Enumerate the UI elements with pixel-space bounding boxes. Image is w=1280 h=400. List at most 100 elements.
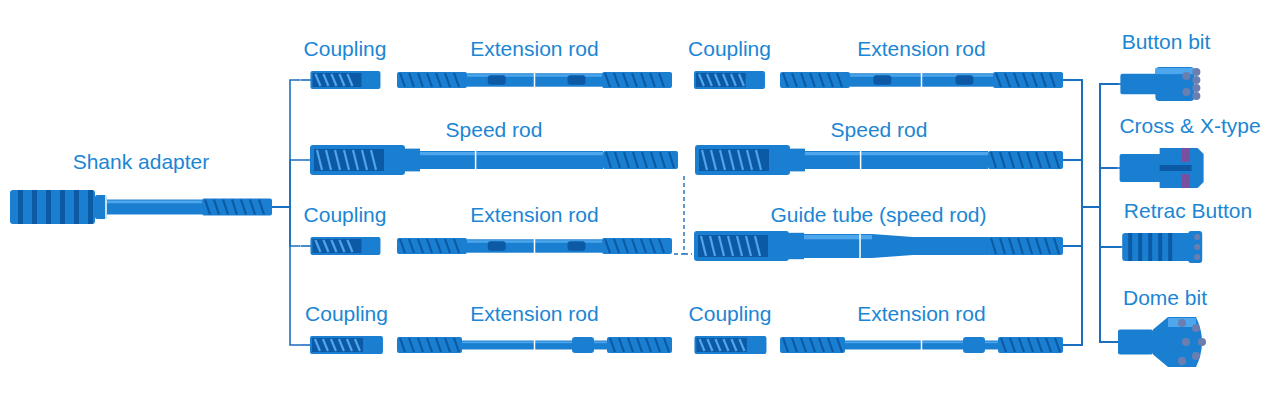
drill-part: Coupling bbox=[301, 203, 390, 255]
part-shape bbox=[1153, 317, 1202, 367]
part-shape bbox=[488, 241, 506, 251]
thread-groove bbox=[637, 338, 642, 352]
part-name: Coupling bbox=[689, 302, 772, 326]
thread-groove bbox=[418, 239, 423, 253]
connector-line bbox=[1063, 207, 1121, 345]
thread-groove bbox=[241, 200, 246, 215]
thread-groove bbox=[331, 240, 336, 252]
part-shape bbox=[202, 199, 272, 216]
thread-groove bbox=[651, 152, 656, 168]
thread-groove bbox=[1027, 238, 1032, 254]
thread-groove bbox=[641, 239, 646, 253]
drill-part: Coupling bbox=[301, 37, 390, 89]
thread-groove bbox=[1041, 73, 1046, 87]
drill-part: Retrac Button bbox=[1121, 199, 1255, 263]
part-name: Extension rod bbox=[470, 302, 598, 326]
thread-groove bbox=[1055, 338, 1060, 352]
thread-groove bbox=[315, 74, 320, 86]
thread-groove bbox=[659, 239, 664, 253]
part-name: Coupling bbox=[304, 37, 387, 61]
drill-part: Dome bit bbox=[1118, 286, 1210, 367]
connector-line bbox=[1063, 84, 1119, 345]
part-shape bbox=[10, 190, 95, 224]
part-shape bbox=[993, 72, 1063, 88]
thread-groove bbox=[699, 339, 704, 351]
drill-part: Extension rod bbox=[397, 37, 672, 88]
carbide-button bbox=[1192, 84, 1200, 92]
thread-groove bbox=[715, 339, 720, 351]
thread-groove bbox=[323, 339, 328, 351]
part-shape bbox=[607, 337, 672, 353]
carbide-button bbox=[1192, 92, 1200, 100]
part-shape bbox=[1188, 231, 1202, 263]
thread-groove bbox=[711, 150, 716, 170]
drill-part: Shank adapter bbox=[10, 150, 272, 224]
thread-groove bbox=[1018, 238, 1023, 254]
drill-part: Coupling bbox=[686, 302, 775, 354]
thread-groove bbox=[614, 73, 619, 87]
thread-groove bbox=[436, 338, 441, 352]
thread-groove bbox=[699, 74, 704, 86]
label-row: Coupling bbox=[301, 203, 390, 227]
thread-groove bbox=[739, 339, 744, 351]
thread-groove bbox=[801, 338, 806, 352]
thread-groove bbox=[628, 338, 633, 352]
part-shape bbox=[310, 336, 383, 354]
part-shape bbox=[988, 237, 1063, 255]
thread-groove bbox=[615, 152, 620, 168]
part-shape bbox=[998, 337, 1063, 353]
part-shape bbox=[1148, 233, 1152, 261]
thread-groove bbox=[1019, 338, 1024, 352]
label-row: Extension rod bbox=[397, 302, 672, 326]
thread-groove bbox=[353, 150, 358, 170]
thread-groove bbox=[454, 239, 459, 253]
part-shape bbox=[805, 151, 988, 169]
part-shape bbox=[1128, 233, 1132, 261]
part-shape bbox=[1120, 74, 1160, 94]
thread-groove bbox=[400, 73, 405, 87]
thread-groove bbox=[331, 74, 336, 86]
thread-groove bbox=[223, 200, 228, 215]
carbide-button bbox=[1192, 352, 1200, 360]
part-shape bbox=[602, 72, 672, 88]
part-shape bbox=[310, 71, 380, 89]
part-name: Retrac Button bbox=[1124, 199, 1252, 223]
part-shape bbox=[1118, 330, 1153, 355]
thread-groove bbox=[409, 73, 414, 87]
thread-groove bbox=[731, 74, 736, 86]
break-line bbox=[475, 150, 477, 170]
part-name: Extension rod bbox=[857, 37, 985, 61]
drill-part: Coupling bbox=[302, 302, 391, 354]
thread-groove bbox=[344, 150, 349, 170]
thread-groove bbox=[1023, 73, 1028, 87]
part-shape bbox=[1182, 148, 1190, 162]
thread-groove bbox=[1027, 152, 1032, 168]
connector-line bbox=[1063, 80, 1116, 207]
thread-groove bbox=[1037, 338, 1042, 352]
thread-groove bbox=[650, 239, 655, 253]
thread-groove bbox=[427, 338, 432, 352]
thread-groove bbox=[810, 338, 815, 352]
part-shape bbox=[397, 238, 467, 254]
part-shape bbox=[107, 201, 202, 204]
thread-groove bbox=[362, 150, 367, 170]
thread-groove bbox=[819, 73, 824, 87]
thread-groove bbox=[454, 73, 459, 87]
connector-line bbox=[1063, 84, 1119, 246]
part-shape bbox=[602, 238, 672, 254]
part-shape bbox=[696, 73, 746, 87]
label-row: Button bit bbox=[1119, 30, 1214, 54]
connector-line bbox=[272, 160, 310, 207]
carbide-button bbox=[1178, 319, 1186, 327]
part-shape bbox=[572, 337, 594, 353]
thread-groove bbox=[1010, 338, 1015, 352]
drill-part: Guide tube (speed rod) bbox=[694, 203, 1063, 261]
thread-groove bbox=[633, 152, 638, 168]
thread-groove bbox=[719, 236, 724, 256]
thread-groove bbox=[1009, 238, 1014, 254]
thread-groove bbox=[747, 150, 752, 170]
thread-groove bbox=[355, 339, 360, 351]
thread-groove bbox=[632, 73, 637, 87]
part-shape bbox=[805, 152, 988, 155]
thread-groove bbox=[746, 236, 751, 256]
